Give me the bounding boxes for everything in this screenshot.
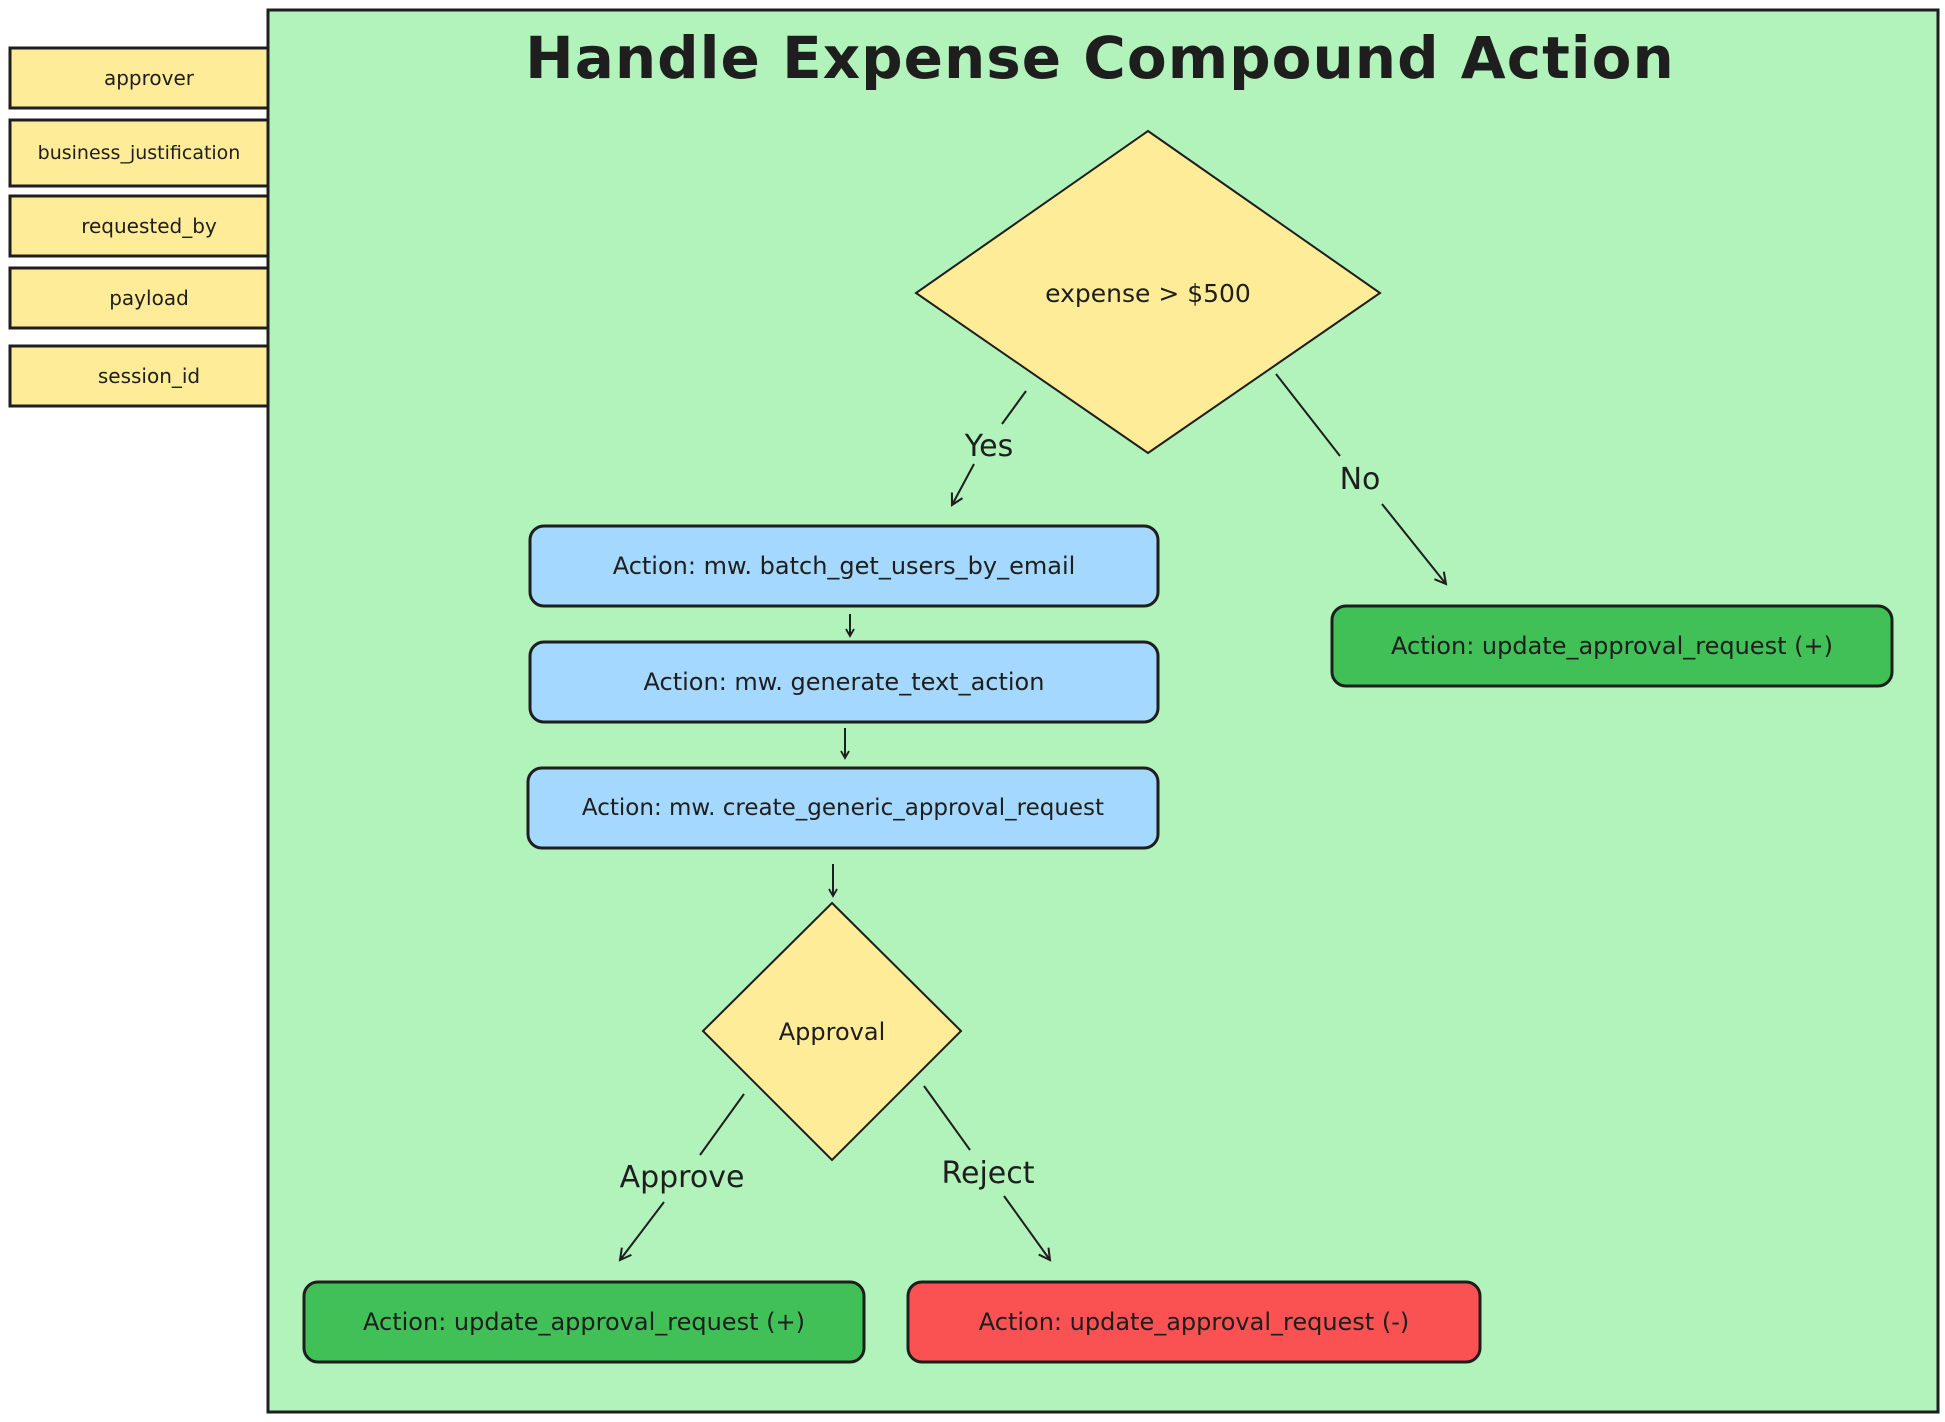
action-generate-text-label: Action: mw. generate_text_action [643,668,1045,696]
action-update-approval-no-label: Action: update_approval_request (+) [1391,632,1833,660]
parameter-label-requested-by: requested_by [81,214,217,238]
parameter-label-approver: approver [103,66,195,90]
edge-label-no: No [1339,461,1381,497]
decision-expense-diamond[interactable] [914,129,1382,455]
action-update-approval-reject-label: Action: update_approval_request (-) [978,1308,1410,1336]
decision-approval-label: Approval [778,1018,886,1046]
decision-approval-diamond[interactable] [701,901,963,1162]
edge-reject [923,1085,1050,1260]
parameter-label-payload: payload [109,286,189,310]
action-create-approval-box[interactable] [526,766,1160,850]
parameter-box-approver[interactable] [8,46,270,110]
action-update-approval-reject-box[interactable] [906,1280,1482,1364]
edge-no [1275,373,1446,584]
edge-label-reject: Reject [941,1155,1035,1191]
parameter-box-business-justification[interactable] [8,118,270,188]
edge-yes [952,390,1027,505]
edge-label-approve: Approve [619,1159,745,1195]
action-batch-get-users-label: Action: mw. batch_get_users_by_email [612,552,1076,580]
parameter-box-session-id[interactable] [8,344,270,408]
action-update-approval-approve-label: Action: update_approval_request (+) [363,1308,805,1336]
action-generate-text-box[interactable] [528,640,1160,724]
parameter-box-requested-by[interactable] [8,194,270,258]
diagram-title: Handle Expense Compound Action [525,24,1675,92]
action-update-approval-no-box[interactable] [1330,604,1894,688]
parameter-label-business-justification: business_justification [37,142,241,164]
parameter-box-payload[interactable] [8,266,270,330]
parameter-label-session-id: session_id [97,364,201,388]
decision-expense-label: expense > $500 [1045,278,1251,308]
action-create-approval-label: Action: mw. create_generic_approval_requ… [581,795,1105,821]
action-update-approval-approve-box[interactable] [302,1280,866,1364]
edge-approve [620,1093,745,1260]
action-batch-get-users-box[interactable] [528,524,1160,608]
edge-label-yes: Yes [964,428,1014,464]
